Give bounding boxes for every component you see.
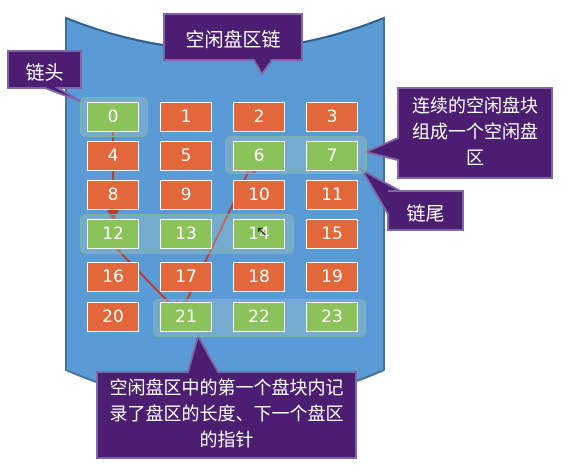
block-16: 16 (87, 262, 139, 292)
block-18: 18 (233, 262, 285, 292)
block-23: 23 (306, 302, 358, 332)
group-note-callout-shape (362, 87, 553, 179)
head-callout-shape (7, 50, 83, 103)
bottom-note-label: 空闲盘区中的第一个盘块内记录了盘区的长度、下一个盘区的指针 (109, 378, 344, 451)
block-20: 20 (87, 302, 139, 332)
block-22: 22 (233, 302, 285, 332)
tail-label: 链尾 (406, 203, 445, 225)
block-10: 10 (233, 180, 285, 210)
block-1: 1 (160, 102, 212, 132)
block-14: 14 (233, 219, 285, 249)
block-9: 9 (160, 180, 212, 210)
bottom-note-callout-shape (96, 333, 357, 459)
block-0: 0 (87, 102, 139, 132)
block-4: 4 (87, 141, 139, 171)
block-2: 2 (233, 102, 285, 132)
block-3: 3 (306, 102, 358, 132)
block-11: 11 (306, 180, 358, 210)
block-7: 7 (306, 141, 358, 171)
block-8: 8 (87, 180, 139, 210)
title-callout-shape (163, 13, 303, 76)
block-15: 15 (306, 219, 358, 249)
block-6: 6 (233, 141, 285, 171)
block-5: 5 (160, 141, 212, 171)
block-12: 12 (87, 219, 139, 249)
mouse-cursor-icon: ↖ (256, 224, 268, 240)
block-21: 21 (160, 302, 212, 332)
tail-callout-shape (359, 167, 464, 231)
head-label: 链头 (25, 62, 64, 84)
block-13: 13 (160, 219, 212, 249)
block-17: 17 (160, 262, 212, 292)
group-note-label: 连续的空闲盘块组成一个空闲盘区 (412, 96, 538, 169)
title-label: 空闲盘区链 (185, 29, 281, 51)
block-19: 19 (306, 262, 358, 292)
